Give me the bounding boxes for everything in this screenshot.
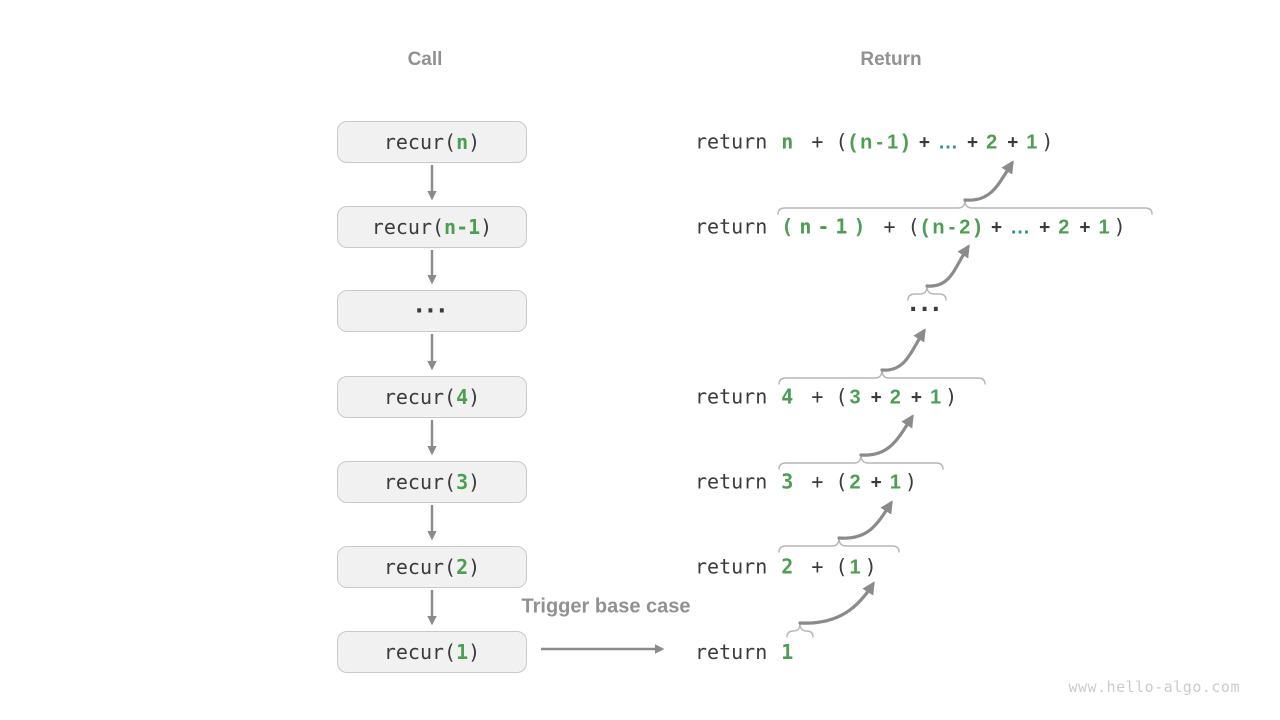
text-segment: recur( [383, 385, 457, 409]
return-flow-arrow [798, 581, 875, 625]
return-line-3: return 3 + (2+1) [695, 470, 917, 495]
text-segment: ( [835, 554, 848, 579]
text-segment: + [1007, 132, 1019, 154]
text-segment: (n-1) [849, 131, 913, 154]
text-segment: ( [835, 384, 848, 409]
text-segment: 2 [1058, 216, 1074, 239]
text-segment: + [910, 387, 922, 409]
call-box-recur-4: recur(4) [337, 376, 527, 418]
return-line-2: return 2 + (1) [695, 555, 877, 580]
text-segment: 2 [849, 471, 865, 494]
text-segment: + [1039, 217, 1051, 239]
return-flow-arrow [859, 414, 914, 457]
expression-brace [778, 369, 986, 385]
return-flow-arrow [880, 328, 926, 372]
text-segment: return [695, 129, 780, 154]
text-segment: return [695, 554, 780, 579]
text-segment: 4 [781, 384, 800, 409]
call-box-recur-1: recur(1) [337, 631, 527, 673]
text-segment: + [870, 472, 882, 494]
text-segment: return [695, 214, 780, 239]
text-segment: 2 [986, 131, 1002, 154]
text-segment: + [966, 132, 979, 154]
text-segment: return [695, 469, 780, 494]
text-segment: + [870, 387, 882, 409]
text-segment: n [781, 129, 800, 154]
text-segment: 2 [781, 554, 800, 579]
text-segment: + [918, 132, 930, 154]
text-segment: ) [468, 130, 481, 154]
text-segment: ) [468, 470, 481, 494]
expression-brace [778, 454, 944, 470]
return-flow-arrow [837, 500, 893, 540]
text-segment: recur( [383, 640, 457, 664]
text-segment: + [799, 384, 836, 409]
text-segment: + [1079, 217, 1091, 239]
return-line-n: return n + ((n-1)+…+2+1) [695, 130, 1053, 155]
expression-brace [778, 537, 900, 553]
text-segment: n [456, 130, 469, 154]
text-segment: 1 [849, 556, 865, 579]
text-segment: ( [835, 129, 848, 154]
text-segment: recur( [383, 555, 457, 579]
return-flow-arrow [925, 244, 970, 288]
text-segment: recur( [371, 215, 445, 239]
text-segment: 3 [456, 470, 469, 494]
text-segment: + [871, 214, 908, 239]
text-segment: ) [1113, 214, 1126, 239]
text-segment: ) [1041, 129, 1054, 154]
text-segment: + [799, 554, 836, 579]
text-segment: ··· [908, 297, 944, 323]
text-segment: (n-2) [921, 216, 986, 239]
text-segment: 2 [456, 555, 469, 579]
expression-brace [786, 623, 814, 638]
text-segment: (n-1) [781, 214, 872, 239]
text-segment: 4 [456, 385, 469, 409]
call-column-header: Call [407, 49, 443, 70]
text-segment: 1 [781, 640, 800, 664]
text-segment: 1 [1026, 131, 1042, 154]
text-segment: … [1010, 216, 1032, 239]
text-segment: ) [468, 640, 481, 664]
call-box-recur-n-1: recur(n-1) [337, 206, 527, 248]
text-segment: 1 [456, 640, 469, 664]
text-segment: 3 [849, 386, 865, 409]
return-line-n-1: return (n-1) + ((n-2)+…+2+1) [695, 215, 1126, 240]
trigger-base-case-label: Trigger base case [521, 595, 691, 618]
text-segment: ) [864, 554, 877, 579]
text-segment: ( [907, 214, 920, 239]
text-segment: n-1 [444, 215, 481, 239]
return-column-header: Return [860, 49, 922, 70]
text-segment: ) [468, 385, 481, 409]
text-segment: recur( [383, 130, 457, 154]
text-segment: 1 [929, 386, 946, 409]
watermark: www.hello-algo.com [1068, 678, 1240, 696]
text-segment: ··· [414, 298, 450, 324]
text-segment: ) [468, 555, 481, 579]
call-box-recur-n: recur(n) [337, 121, 527, 163]
text-segment: + [799, 129, 836, 154]
expression-brace [777, 199, 1153, 215]
text-segment: … [937, 131, 959, 154]
call-box-ellipsis: ··· [337, 290, 527, 332]
text-segment: return [695, 640, 780, 664]
text-segment: ( [835, 469, 848, 494]
return-line-4: return 4 + (3+2+1) [695, 385, 957, 410]
text-segment: return [695, 384, 780, 409]
text-segment: + [799, 469, 836, 494]
text-segment: ) [945, 384, 958, 409]
return-flow-arrow [963, 160, 1014, 202]
text-segment: ) [904, 469, 917, 494]
text-segment: + [991, 217, 1003, 239]
text-segment: 1 [889, 471, 905, 494]
text-segment: recur( [383, 470, 457, 494]
return-line-1: return 1 [695, 640, 799, 664]
call-box-recur-3: recur(3) [337, 461, 527, 503]
return-line-ellipsis: ··· [909, 298, 943, 323]
text-segment: 1 [1098, 216, 1114, 239]
call-box-recur-2: recur(2) [337, 546, 527, 588]
text-segment: 2 [889, 386, 905, 409]
text-segment: 3 [781, 469, 800, 494]
text-segment: ) [480, 215, 493, 239]
